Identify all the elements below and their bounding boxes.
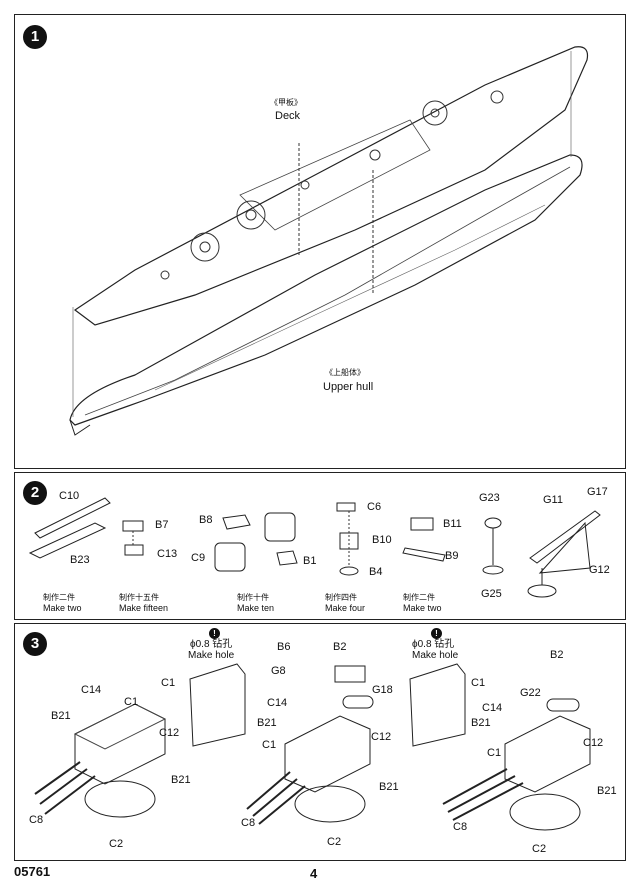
step-3-panel: 3 ! ϕ0.8 钻孔 Make hole ! ϕ0.8 钻孔 Make hol…	[14, 623, 626, 861]
deck-cn-label: 《甲板》	[270, 98, 302, 107]
warning-icon: !	[431, 628, 442, 639]
mid-c14-label: C14	[267, 697, 288, 709]
step-2-panel: 2 C10 B23 B7 C13 B8 C9 B1 C6 B1	[14, 472, 626, 620]
step-3-number: 3	[23, 632, 47, 656]
left-c12-label: C12	[159, 727, 180, 739]
step-2-number: 2	[23, 481, 47, 505]
part-g23-label: G23	[479, 492, 500, 504]
left-c1a-label: C1	[161, 677, 176, 689]
left-b21b-label: B21	[171, 774, 191, 786]
left-c14-label: C14	[81, 684, 102, 696]
turrets-drawing	[34, 663, 591, 831]
upper-hull-part	[69, 154, 583, 426]
mid-b2-label: B2	[333, 641, 347, 653]
right-c2-label: C2	[532, 843, 547, 855]
right-c1b-label: C1	[487, 747, 502, 759]
left-c1b-label: C1	[124, 696, 139, 708]
part-g17-label: G17	[587, 486, 608, 498]
mid-b21b-label: B21	[379, 781, 399, 793]
right-c12-label: C12	[583, 737, 604, 749]
upper-hull-cn-label: 《上船体》	[325, 368, 365, 377]
left-b21a-label: B21	[51, 710, 71, 722]
part-b9-label: B9	[445, 550, 459, 562]
right-b2-label: B2	[550, 649, 564, 661]
part-b11-label: B11	[443, 518, 462, 530]
page-number: 4	[310, 866, 318, 881]
part-b1-label: B1	[303, 555, 317, 567]
make-hole-label-left: Make hole	[188, 650, 235, 661]
part-c9-label: C9	[191, 552, 206, 564]
part-c13-label: C13	[157, 548, 178, 560]
mid-b21a-label: B21	[257, 717, 277, 729]
mid-g8-label: G8	[271, 665, 286, 677]
part-b10-label: B10	[372, 534, 392, 546]
right-c14-label: C14	[482, 702, 503, 714]
upper-hull-label: Upper hull	[323, 381, 374, 393]
hole-size-label-left: ϕ0.8 钻孔	[190, 639, 233, 650]
right-b21b-label: B21	[597, 785, 617, 797]
deck-hull-drawing	[69, 46, 589, 436]
deck-label: Deck	[275, 110, 301, 122]
part-c10-label: C10	[59, 490, 80, 502]
step-1-panel: 1 《甲板》 Deck 《上船体》 Upper hull	[14, 14, 626, 469]
right-c1a-label: C1	[471, 677, 486, 689]
left-c2-label: C2	[109, 838, 124, 850]
product-code: 05761	[14, 864, 51, 879]
part-g25-label: G25	[481, 588, 502, 600]
step-1-number: 1	[23, 25, 47, 49]
part-b7-label: B7	[155, 519, 169, 531]
hole-size-label-right: ϕ0.8 钻孔	[412, 639, 455, 650]
mid-g18-label: G18	[372, 684, 393, 696]
part-b23-label: B23	[70, 554, 90, 566]
part-b8-label: B8	[199, 514, 213, 526]
left-c8-label: C8	[29, 814, 44, 826]
sub-assemblies-drawing	[28, 497, 601, 598]
make-hole-label-right: Make hole	[412, 650, 459, 661]
part-g11-label: G11	[543, 494, 563, 506]
mid-c2-label: C2	[327, 836, 342, 848]
mid-b6-label: B6	[277, 641, 291, 653]
mid-c12-label: C12	[371, 731, 392, 743]
right-g22-label: G22	[520, 687, 541, 699]
mid-c8-label: C8	[241, 817, 256, 829]
part-g12-label: G12	[589, 564, 610, 576]
right-c8-label: C8	[453, 821, 468, 833]
part-c6-label: C6	[367, 501, 382, 513]
mid-c1-label: C1	[262, 739, 277, 751]
part-b4-label: B4	[369, 566, 383, 578]
right-b21a-label: B21	[471, 717, 491, 729]
warning-icon: !	[209, 628, 220, 639]
deck-part	[73, 46, 589, 326]
